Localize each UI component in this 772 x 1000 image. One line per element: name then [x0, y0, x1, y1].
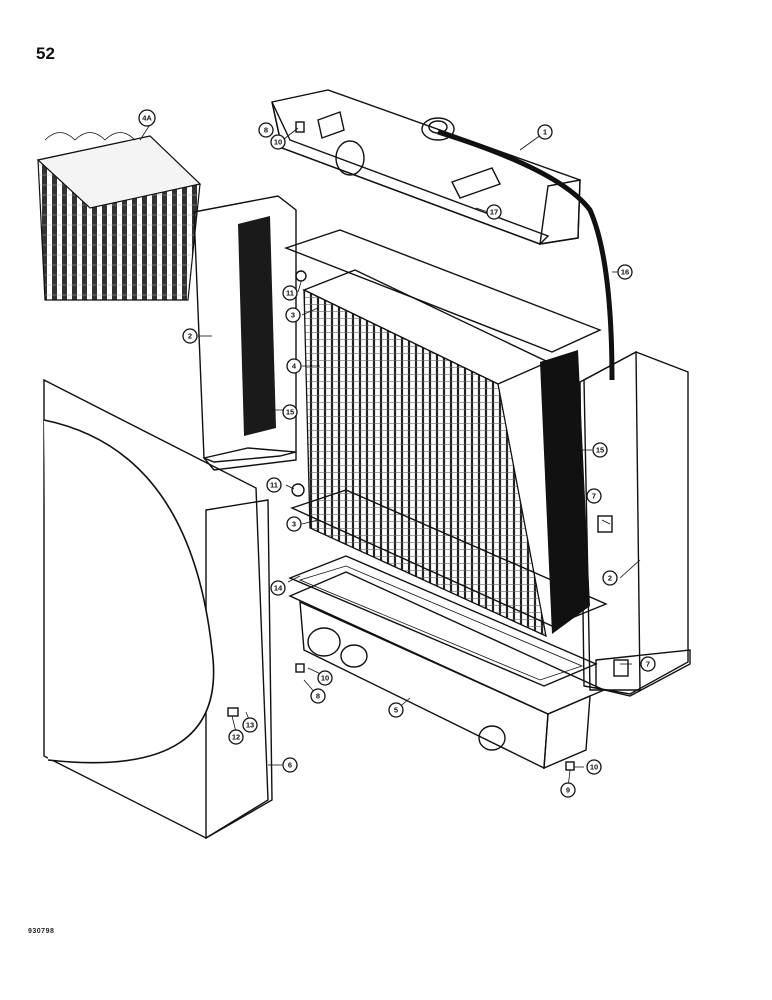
callout-9: 9	[560, 782, 576, 798]
svg-text:7: 7	[592, 492, 596, 501]
callout-4: 4	[286, 358, 302, 374]
callout-13: 13	[242, 717, 258, 733]
svg-text:4A: 4A	[142, 114, 152, 123]
svg-text:14: 14	[274, 584, 283, 593]
page-number: 52	[36, 44, 55, 63]
callout-12: 12	[228, 729, 244, 745]
callout-15-right: 15	[592, 442, 608, 458]
callout-11-bottom: 11	[266, 477, 282, 493]
svg-text:6: 6	[288, 761, 292, 770]
top-tank	[271, 89, 581, 245]
core-section-4a	[36, 132, 202, 301]
callout-11-top: 11	[282, 285, 298, 301]
svg-text:3: 3	[291, 311, 295, 320]
svg-text:9: 9	[566, 786, 570, 795]
svg-text:17: 17	[490, 208, 498, 217]
callout-2-right: 2	[602, 570, 618, 586]
callout-7-upper: 7	[586, 488, 602, 504]
svg-text:2: 2	[608, 574, 612, 583]
overflow-hose	[437, 129, 615, 381]
callout-8-top: 8	[258, 122, 274, 138]
svg-text:16: 16	[621, 268, 629, 277]
svg-text:4: 4	[292, 362, 297, 371]
callout-6: 6	[282, 757, 298, 773]
callout-3-bottom: 3	[286, 516, 302, 532]
drawing-code: 930798	[28, 928, 55, 935]
right-side-channel	[579, 350, 691, 697]
callout-10-bottom-left: 10	[317, 670, 333, 686]
svg-text:13: 13	[246, 721, 254, 730]
svg-text:11: 11	[286, 289, 294, 298]
callout-10-bottom-right: 10	[586, 759, 602, 775]
callout-16: 16	[617, 264, 633, 280]
svg-text:10: 10	[321, 674, 329, 683]
svg-text:7: 7	[646, 660, 650, 669]
callout-15-left: 15	[282, 404, 298, 420]
fan-shroud	[43, 378, 273, 840]
callout-5: 5	[388, 702, 404, 718]
svg-text:8: 8	[316, 692, 320, 701]
svg-text:3: 3	[292, 520, 296, 529]
callout-7-lower: 7	[640, 656, 656, 672]
bottom-tank	[288, 571, 606, 770]
callout-1: 1	[537, 124, 553, 140]
callout-8-bottom: 8	[310, 688, 326, 704]
callout-3-top: 3	[285, 307, 301, 323]
left-side-channel	[193, 195, 297, 471]
svg-text:5: 5	[394, 706, 398, 715]
svg-text:1: 1	[543, 128, 547, 137]
svg-text:12: 12	[232, 733, 240, 742]
radiator-core	[283, 229, 608, 638]
fasteners	[227, 121, 629, 771]
svg-text:10: 10	[274, 138, 282, 147]
svg-text:2: 2	[188, 332, 192, 341]
svg-text:10: 10	[590, 763, 598, 772]
callout-10-top: 10	[270, 134, 286, 150]
svg-text:15: 15	[596, 446, 604, 455]
bottom-gasket	[288, 555, 598, 687]
svg-text:11: 11	[270, 481, 278, 490]
svg-text:15: 15	[286, 408, 294, 417]
callout-2-left: 2	[182, 328, 198, 344]
svg-text:8: 8	[264, 126, 268, 135]
callout-14: 14	[270, 580, 286, 596]
callout-17: 17	[486, 204, 502, 220]
callout-4a: 4A	[138, 109, 156, 127]
